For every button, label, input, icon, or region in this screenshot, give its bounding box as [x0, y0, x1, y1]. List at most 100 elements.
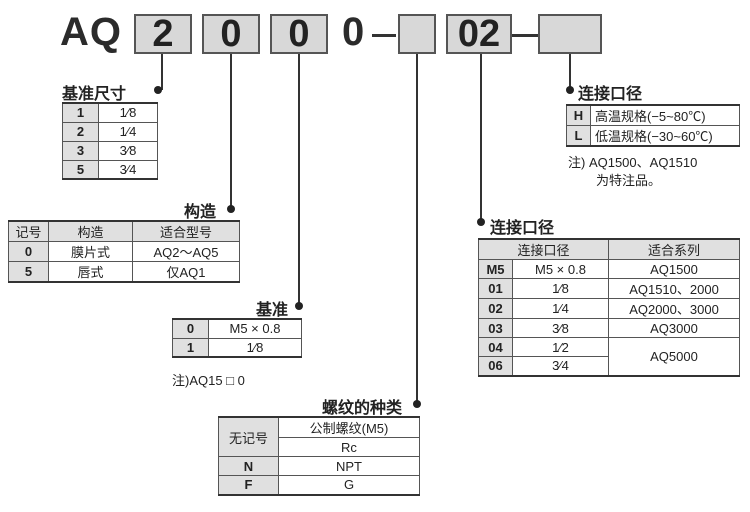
port-code: 06 — [478, 356, 513, 376]
code-dash — [372, 34, 396, 37]
connection-code: H — [566, 104, 591, 126]
leader-dot — [227, 205, 235, 213]
size-value: 3⁄4 — [98, 159, 158, 180]
leader-line — [298, 54, 300, 306]
port-series: AQ5000 — [608, 337, 740, 376]
leader-line — [480, 54, 482, 222]
thread-value: 公制螺纹(M5) — [278, 416, 420, 438]
model-prefix: AQ — [60, 10, 122, 54]
code-box-basis: 0 — [270, 14, 328, 54]
leader-dot — [477, 218, 485, 226]
column-header: 连接口径 — [478, 238, 609, 260]
structure-model: 仅AQ1 — [132, 261, 240, 283]
basis-value: 1⁄8 — [208, 337, 302, 358]
basis-note: 注)AQ15 □ 0 — [172, 373, 245, 388]
column-header: 适合系列 — [608, 238, 740, 260]
leader-dot — [295, 302, 303, 310]
column-header: 构造 — [48, 220, 133, 242]
code-dash — [512, 34, 538, 37]
thread-value: Rc — [278, 437, 420, 457]
leader-dot — [154, 86, 162, 94]
thread-title: 螺纹的种类 — [322, 400, 403, 417]
basis-code: 0 — [172, 318, 209, 339]
structure-model: AQ2～AQ5 — [132, 241, 240, 262]
thread-code: 无记号 — [218, 416, 279, 457]
basis-value: M5 × 0.8 — [208, 318, 302, 339]
leader-dot — [566, 86, 574, 94]
port-series: AQ1500 — [608, 259, 740, 279]
thread-value: NPT — [278, 456, 420, 476]
port-size: 1⁄8 — [512, 278, 609, 299]
size-value: 1⁄8 — [98, 102, 158, 123]
thread-code: F — [218, 475, 279, 495]
leader-line — [416, 54, 418, 406]
thread-value: G — [278, 475, 420, 495]
code-box-structure: 0 — [202, 14, 260, 54]
column-header: 记号 — [8, 220, 49, 242]
structure-type: 膜片式 — [48, 241, 133, 262]
port-size: 1⁄2 — [512, 337, 609, 357]
structure-code: 5 — [8, 261, 49, 283]
port-title: 连接口径 — [490, 220, 555, 237]
port-size: 1⁄4 — [512, 298, 609, 319]
size-value: 3⁄8 — [98, 140, 158, 161]
code-box-connection — [538, 14, 602, 54]
port-series: AQ1510、2000 — [608, 278, 740, 299]
port-code: 01 — [478, 278, 513, 299]
basis-code: 1 — [172, 337, 209, 358]
table-row: 无记号公制螺纹(M5) — [218, 416, 420, 457]
leader-line — [569, 54, 571, 92]
table-header-row: 记号构造适合型号 — [8, 220, 240, 242]
connection-title: 连接口径 — [578, 86, 643, 103]
structure-type: 唇式 — [48, 261, 133, 283]
size-code: 1 — [62, 102, 99, 123]
size-title: 基准尺寸 — [62, 86, 127, 103]
size-code: 5 — [62, 159, 99, 180]
port-code: M5 — [478, 259, 513, 279]
connection-code: L — [566, 125, 591, 147]
structure-code: 0 — [8, 241, 49, 262]
thread-code: N — [218, 456, 279, 476]
size-value: 1⁄4 — [98, 121, 158, 142]
port-code: 04 — [478, 337, 513, 357]
port-code: 03 — [478, 318, 513, 338]
size-code: 2 — [62, 121, 99, 142]
connection-value: 低温规格(−30~60℃) — [590, 125, 740, 147]
code-box-size: 2 — [134, 14, 192, 54]
port-code: 02 — [478, 298, 513, 319]
column-header: 适合型号 — [132, 220, 240, 242]
code-fixed-digit: 0 — [342, 10, 365, 54]
leader-line — [161, 54, 163, 90]
port-series: AQ3000 — [608, 318, 740, 338]
connection-value: 高温规格(−5~80℃) — [590, 104, 740, 126]
size-code: 3 — [62, 140, 99, 161]
port-series: AQ2000、3000 — [608, 298, 740, 319]
leader-dot — [413, 400, 421, 408]
table-header-row: 连接口径适合系列 — [478, 238, 740, 260]
connection-note: 为特注品。 — [596, 173, 662, 188]
code-box-thread — [398, 14, 436, 54]
